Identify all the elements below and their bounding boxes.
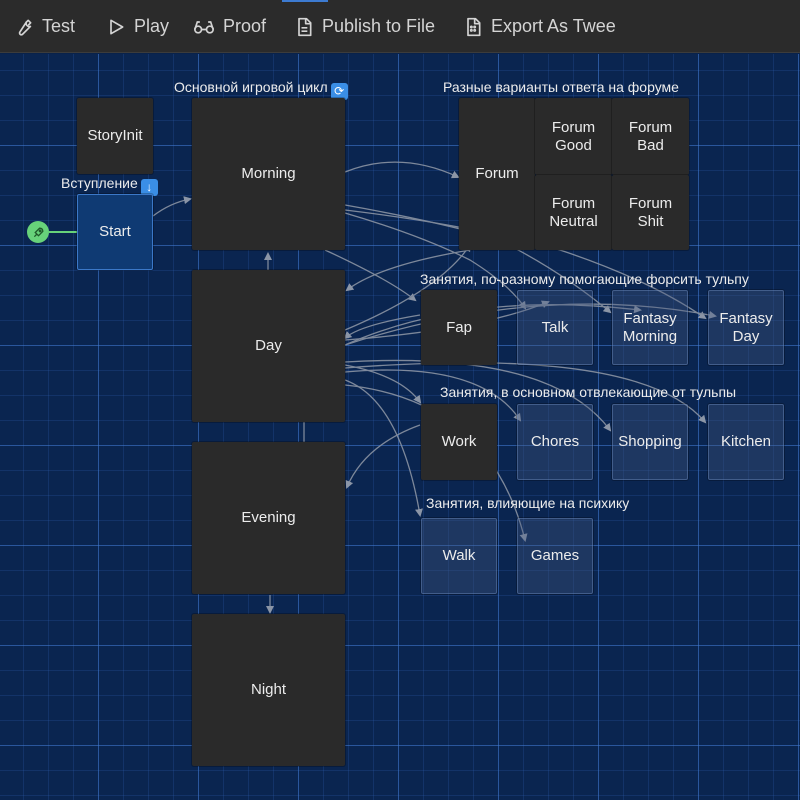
proof-button[interactable]: Proof [193,0,266,53]
passage-games[interactable]: Games [517,518,593,594]
tag-intro: Вступление↓ [61,175,158,196]
tag-main-loop-text: Основной игровой цикл [174,79,328,95]
passage-forum-shit[interactable]: Forum Shit [612,175,689,250]
passage-storyinit[interactable]: StoryInit [77,98,153,174]
passage-forum-neutral[interactable]: Forum Neutral [535,175,612,250]
passage-evening[interactable]: Evening [192,442,345,594]
passage-forum-bad[interactable]: Forum Bad [612,98,689,175]
play-label: Play [134,16,170,36]
passage-forum-good[interactable]: Forum Good [535,98,612,175]
publish-label: Publish to File [322,16,436,36]
cycle-emoji-icon: ⟳ [330,83,348,100]
tag-main-loop: Основной игровой цикл⟳ [174,79,348,100]
export-button[interactable]: Export As Twee [463,0,616,53]
tag-psyche: Занятия, влияющие на психику [426,495,630,511]
export-label: Export As Twee [491,16,616,36]
passage-shopping[interactable]: Shopping [612,404,688,480]
tag-distracting: Занятия, в основном отвлекающие от тульп… [440,384,737,400]
toolbar: Test Play Proof Publish to File Export A… [0,0,800,53]
play-icon [110,19,124,35]
passage-forum[interactable]: Forum [459,98,535,250]
down-arrow-emoji-icon: ↓ [140,179,158,196]
passage-morning[interactable]: Morning [192,98,345,250]
proof-label: Proof [223,16,267,36]
passage-fantasy-morning[interactable]: Fantasy Morning [612,290,688,365]
tag-forum-variants: Разные варианты ответа на форуме [443,79,679,95]
test-button[interactable]: Test [14,0,75,53]
play-button[interactable]: Play [106,0,169,53]
passage-fap[interactable]: Fap [421,290,497,365]
wrench-icon [18,19,32,36]
passage-start[interactable]: Start [77,194,153,270]
rocket-icon [27,221,49,243]
passage-work[interactable]: Work [421,404,497,480]
passage-fantasy-day[interactable]: Fantasy Day [708,290,784,365]
passage-night[interactable]: Night [192,614,345,766]
glasses-icon [194,20,214,34]
publish-button[interactable]: Publish to File [294,0,435,53]
story-map-canvas[interactable]: Основной игровой цикл⟳ Вступление↓ Разны… [0,54,800,800]
start-connector [49,231,77,233]
test-label: Test [42,16,76,36]
passage-chores[interactable]: Chores [517,404,593,480]
toolbar-accent [282,0,328,2]
tag-helping: Занятия, по-разному помогающие форсить т… [420,271,749,287]
passage-day[interactable]: Day [192,270,345,422]
file-icon [298,17,312,36]
tag-intro-text: Вступление [61,175,138,191]
passage-kitchen[interactable]: Kitchen [708,404,784,480]
passage-talk[interactable]: Talk [517,290,593,365]
passage-walk[interactable]: Walk [421,518,497,594]
file-code-icon [467,17,481,36]
